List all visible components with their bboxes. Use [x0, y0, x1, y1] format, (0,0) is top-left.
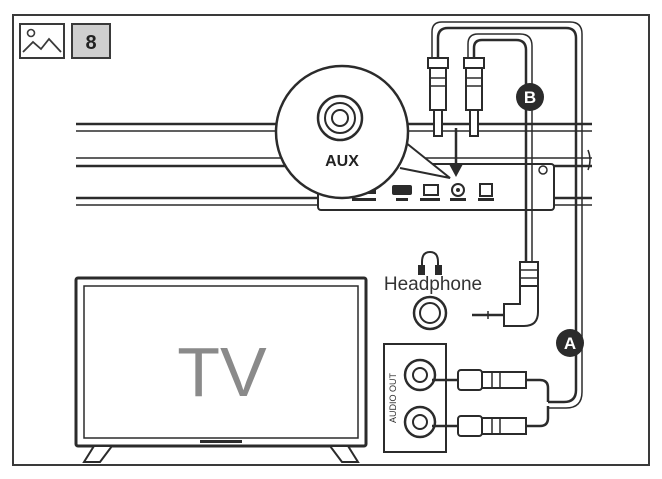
figure-frame [12, 14, 650, 466]
headphone-icon [418, 250, 442, 275]
aux-callout [274, 64, 451, 200]
cable-a [431, 21, 583, 409]
cable-a-label: A [564, 334, 576, 353]
tv-set [74, 276, 368, 463]
audio-out-panel [383, 343, 447, 453]
cable-a-badge [556, 329, 584, 357]
audio-out-label: AUDIO OUT [388, 373, 398, 424]
rca-plug-lower [432, 406, 550, 437]
cable-b-badge [516, 83, 544, 111]
headphone-label: Headphone [384, 274, 482, 295]
aux-label: AUX [325, 153, 359, 170]
top-plug-right [463, 57, 485, 137]
tv-label: TV [177, 333, 267, 411]
cable-b-label: B [524, 88, 536, 107]
figure-number: 8 [85, 32, 96, 54]
figure-number-box [71, 23, 111, 59]
headphone-plug [472, 261, 539, 327]
headphone-jack [412, 295, 448, 331]
image-icon [19, 23, 65, 59]
cable-b [467, 33, 533, 262]
rca-plug-upper [432, 369, 550, 402]
top-plug-left [427, 57, 449, 137]
insert-arrow-icon [449, 128, 463, 177]
